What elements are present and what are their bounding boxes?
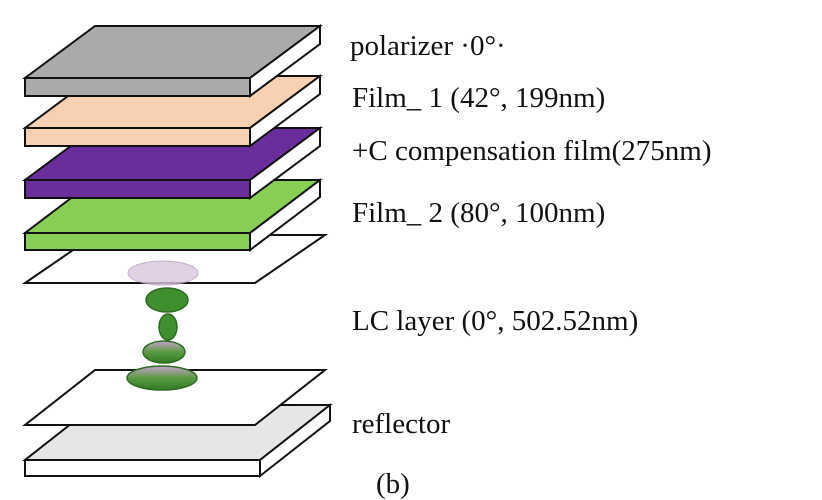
lc-layer-label: LC layer (0°, 502.52nm) xyxy=(352,305,639,337)
polarizer-slab xyxy=(21,24,324,98)
lc-molecules xyxy=(126,260,199,391)
lc-molecule xyxy=(126,365,198,391)
film-2-label: Film_ 2 (80°, 100nm) xyxy=(352,197,606,229)
film-1-label: Film_ 1 (42°, 199nm) xyxy=(352,82,606,114)
reflector-label: reflector xyxy=(352,408,451,440)
lc-molecule xyxy=(142,340,186,364)
lc-molecule xyxy=(145,287,189,313)
figure-caption-partial: (b) xyxy=(376,468,410,500)
lcd-stack-diagram xyxy=(21,24,333,479)
polarizer-label: polarizer ·0°· xyxy=(350,30,506,62)
lc-molecule xyxy=(158,313,178,341)
c-compensation-film-label: +C compensation film(275nm) xyxy=(352,135,712,167)
reflector-top-sheet xyxy=(22,369,328,426)
lc-molecule xyxy=(127,260,199,286)
